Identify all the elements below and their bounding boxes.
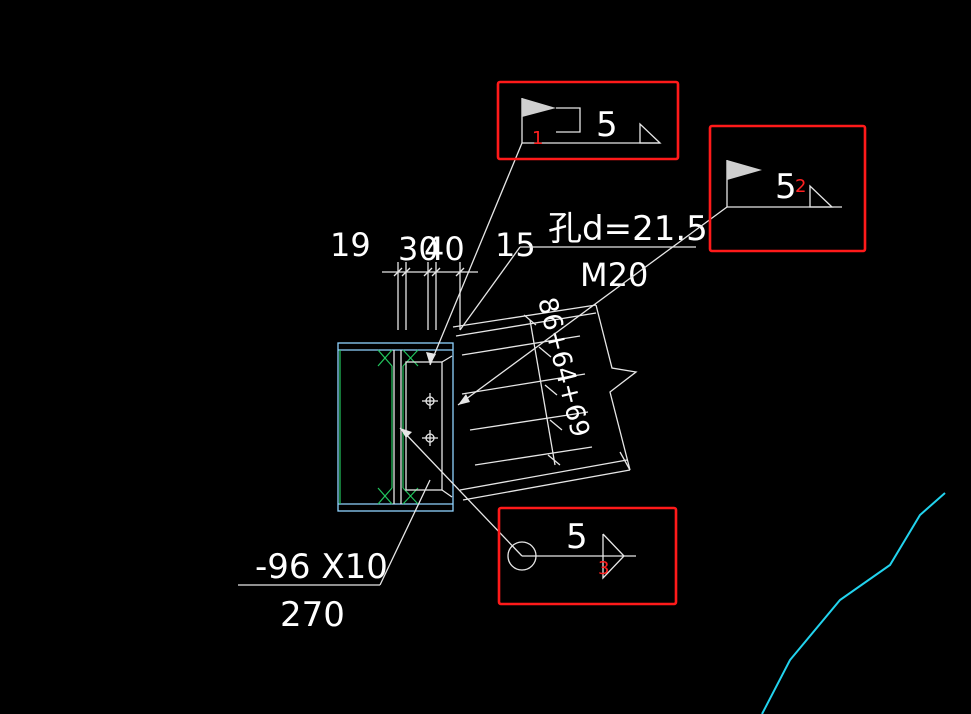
callout-1[interactable]: 1 — [496, 80, 680, 161]
weld-leader-1 — [429, 142, 523, 366]
hole-note-line2: M20 — [580, 256, 648, 294]
dim-15: 15 — [495, 226, 536, 264]
skewed-beam — [452, 304, 638, 501]
shear-plate — [405, 361, 443, 491]
dim-19: 19 — [330, 226, 371, 264]
callout-box-2[interactable] — [708, 124, 867, 253]
callout-number-1: 1 — [532, 128, 543, 149]
weld-size-2: 5 — [775, 167, 797, 207]
hole-note-line1: 孔d=21.5 — [548, 209, 708, 249]
weld-symbol-2: 5 — [457, 160, 842, 406]
bolt-upper — [422, 393, 438, 409]
dim-30: 30 — [398, 230, 439, 268]
plate-note-leader — [379, 479, 431, 586]
stiffener-welds — [339, 349, 419, 505]
callout-number-3: 3 — [598, 558, 609, 579]
weld-size-1: 5 — [596, 105, 618, 145]
weld-flag-1-icon — [522, 98, 556, 117]
dim-40: 40 — [424, 230, 465, 268]
hole-note-leader — [459, 246, 521, 331]
cyan-edge-line — [761, 492, 946, 714]
callout-box-3[interactable] — [497, 506, 678, 606]
callout-3[interactable]: 3 — [497, 506, 678, 606]
dim-vertical-text: 86+64+69 — [531, 294, 595, 440]
weld-leader-2 — [457, 206, 728, 406]
beam-dimension-chain: 86+64+69 — [523, 294, 595, 466]
bolt-group — [422, 393, 438, 446]
weld-symbol-3: 5 — [399, 427, 636, 580]
weld-leader-3 — [399, 427, 523, 557]
bolt-lower — [422, 430, 438, 446]
plate-note-line1: -96 X10 — [255, 547, 388, 587]
weld-all-around-icon — [507, 541, 537, 571]
column-outline — [337, 342, 454, 512]
top-dimensions: 19 30 40 15 — [330, 226, 536, 330]
hole-note: 孔d=21.5 M20 — [459, 209, 708, 331]
plate-note: -96 X10 270 — [238, 479, 431, 635]
callout-number-2: 2 — [795, 176, 806, 197]
callout-2[interactable]: 2 — [708, 124, 867, 253]
weld-size-3: 5 — [566, 517, 588, 557]
steel-column — [337, 342, 454, 512]
beam-break-line — [595, 304, 638, 471]
weld-flag-2-icon — [727, 160, 762, 180]
callout-box-1[interactable] — [496, 80, 680, 161]
weld-symbol-1: 5 — [426, 98, 662, 366]
plate-note-line2: 270 — [280, 595, 345, 635]
